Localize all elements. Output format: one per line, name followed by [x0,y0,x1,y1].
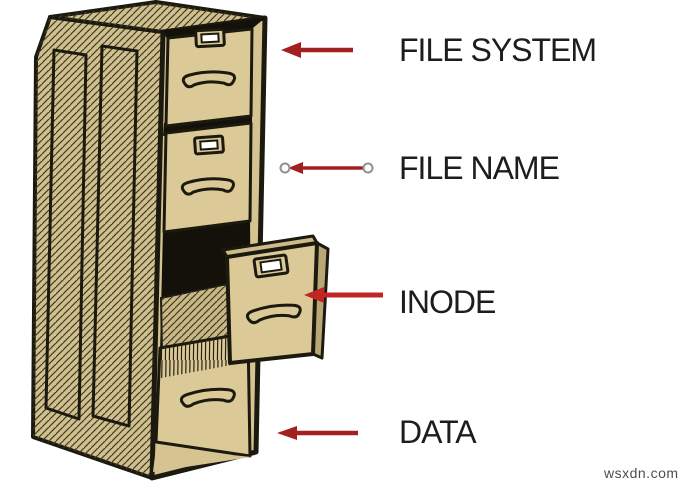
file-system-arrowhead-icon [281,42,301,58]
side-recessed-panel-1 [44,48,88,421]
file-name-arrowhead-icon [288,162,303,174]
open-drawer-face [225,241,319,365]
cabinet-side-panel [31,15,165,480]
label-data: DATA [399,414,477,450]
drawer-2-label-plate [193,134,225,156]
label-file-name: FILE NAME [399,150,560,186]
drawer-3-inode-open [221,234,330,365]
drawer-2-handle [180,177,235,196]
drawer-4-data [153,331,252,472]
drawer-1-file-system [164,27,254,128]
drawer-2-face [162,121,253,234]
annotation-connectors [277,42,383,440]
label-file-system: FILE SYSTEM [399,32,597,68]
slot-floor-hatching [161,283,236,350]
inode-arrowhead-icon [304,287,324,303]
data-arrow [277,426,358,440]
side-recessed-panel-2 [91,44,139,428]
drawer-3-handle [245,303,302,325]
drawer-2-file-name [162,121,253,234]
file-system-arrow [281,42,353,58]
drawer-1-handle [181,70,237,89]
watermark: wsxdn.com [604,465,679,481]
drawer-3-label-plate [252,253,290,279]
file-name-connector [279,162,374,174]
inode-arrow [304,287,383,303]
connector-endpoint-circle-left [279,162,291,174]
data-arrowhead-icon [277,426,297,440]
kick-plate [153,447,251,472]
drawer-1-label-plate [194,27,226,49]
drawer-4-file-fringe [160,333,248,378]
label-inode: INODE [399,284,496,320]
connector-endpoint-circle-right [362,162,374,174]
drawer-4-handle [179,387,236,408]
